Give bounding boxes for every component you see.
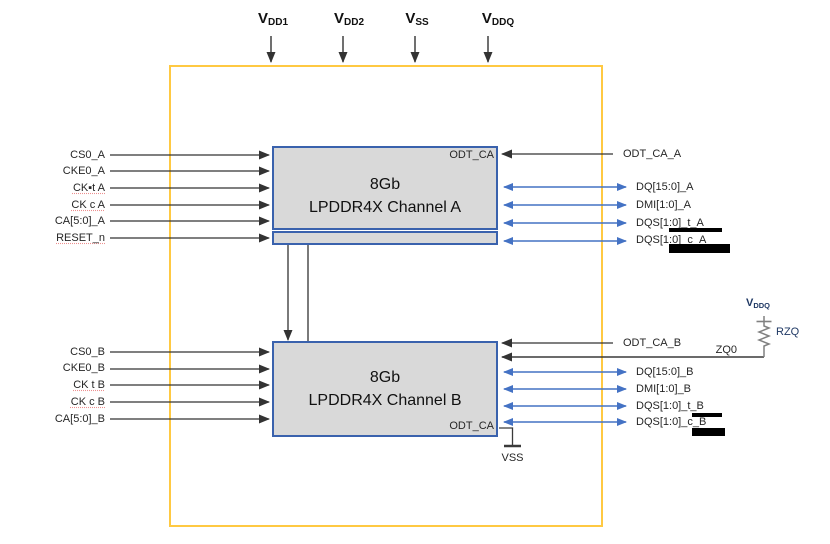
power-label-vdd1-sub: DD1 — [268, 17, 289, 28]
power-label-vdd1-base: V — [257, 10, 268, 27]
power-label-vddq: VDDQ — [458, 10, 538, 28]
signal-text-ck-c-b: CK c B — [70, 396, 105, 408]
vss-ground-text: VSS — [501, 452, 524, 464]
signal-label-reset-n: RESET_n — [20, 231, 105, 245]
channel-a-block — [272, 146, 498, 230]
signal-label-cs0-a: CS0_A — [20, 148, 105, 162]
channel-b-odt-ca-pin-label: ODT_CA — [380, 419, 494, 433]
signal-label-dq-b: DQ[15:0]_B — [636, 365, 693, 379]
power-label-vddq-base: V — [481, 10, 492, 27]
channel-b-odt-ca-pin-text: ODT_CA — [449, 420, 494, 432]
power-label-vddq-sub: DDQ — [491, 17, 515, 28]
signal-text-odt-ca-b: ODT_CA_B — [623, 337, 682, 349]
channel-b-block — [272, 341, 498, 437]
signal-text-ck-t-a: CK▪t A — [72, 182, 105, 194]
signal-text-zq0: ZQ0 — [715, 344, 737, 356]
power-label-vdd2: VDD2 — [309, 10, 389, 28]
signal-text-ca-bus-a: CA[5:0]_A — [54, 215, 105, 227]
signal-label-odt-ca-a: ODT_CA_A — [623, 147, 681, 161]
signal-text-dmi-b: DMI[1:0]_B — [636, 383, 692, 395]
power-label-vdd2-sub: DD2 — [344, 17, 365, 28]
signal-label-dqs-t-b: DQS[1:0]_t_B — [636, 399, 704, 413]
underline-bar-dqs-t-b — [692, 413, 722, 417]
channel-a-odt-ca-pin-label: ODT_CA — [380, 148, 494, 162]
zq-vddq-sub: DDQ — [753, 301, 771, 310]
signal-text-reset-n: RESET_n — [56, 232, 105, 244]
underline-bar-dqs-c-a — [669, 244, 730, 253]
signal-label-ck-t-a: CK▪t A — [20, 181, 105, 195]
channel-b-name-label: LPDDR4X Channel B — [308, 392, 462, 409]
signal-label-ck-c-b: CK c B — [20, 395, 105, 409]
signal-text-dq-a: DQ[15:0]_A — [636, 181, 694, 193]
signal-label-cs0-b: CS0_B — [20, 345, 105, 359]
signal-label-cke0-a: CKE0_A — [20, 164, 105, 178]
signal-text-cs0-b: CS0_B — [70, 346, 105, 358]
signal-text-ck-t-b: CK t B — [73, 379, 105, 391]
signal-text-ca-bus-b: CA[5:0]_B — [54, 413, 105, 425]
channel-a-title: 8Gb LPDDR4X Channel A — [272, 146, 498, 245]
signal-label-dqs-t-a: DQS[1:0]_t_A — [636, 216, 704, 230]
channel-b-size-label: 8Gb — [369, 369, 401, 386]
signal-text-cs0-a: CS0_A — [70, 149, 105, 161]
channel-a-block-strip — [272, 231, 498, 245]
power-label-vss-base: V — [405, 10, 416, 27]
zq-resistor-text: RZQ — [776, 326, 800, 338]
signal-text-cke0-b: CKE0_B — [62, 362, 105, 374]
signal-label-dmi-b: DMI[1:0]_B — [636, 382, 691, 396]
power-arrows — [266, 36, 493, 63]
signal-text-dqs-c-b: DQS[1:0]_c_B — [636, 416, 707, 428]
signal-label-ca-bus-b: CA[5:0]_B — [20, 412, 105, 426]
signal-label-ca-bus-a: CA[5:0]_A — [20, 214, 105, 228]
signal-label-ck-c-a: CK c A — [20, 198, 105, 212]
signal-label-dmi-a: DMI[1:0]_A — [636, 198, 691, 212]
signal-text-dqs-t-b: DQS[1:0]_t_B — [636, 400, 704, 412]
underline-bar-dqs-c-b — [692, 428, 725, 436]
vss-ground-label: VSS — [497, 451, 528, 465]
channel-b-title: 8Gb LPDDR4X Channel B — [272, 341, 498, 437]
signal-label-dqs-c-b: DQS[1:0]_c_B — [636, 415, 706, 429]
signal-label-dqs-c-a: DQS[1:0]_c_A — [636, 233, 706, 247]
power-label-vss-sub: SS — [415, 17, 429, 28]
zq-resistor-label: RZQ — [776, 326, 799, 338]
underline-bar-dqs-t-a — [669, 228, 722, 232]
signal-label-odt-ca-b: ODT_CA_B — [623, 336, 681, 350]
zq-vddq-base: V — [746, 297, 754, 309]
signal-label-dq-a: DQ[15:0]_A — [636, 180, 693, 194]
power-label-vss: VSS — [377, 10, 457, 28]
zq-vddq-rail-label: VDDQ — [746, 297, 770, 310]
signal-text-dqs-t-a: DQS[1:0]_t_A — [636, 217, 704, 229]
signal-text-dmi-a: DMI[1:0]_A — [636, 199, 692, 211]
resistor-rzq-symbol — [756, 316, 772, 357]
channel-a-size-label: 8Gb — [369, 175, 401, 193]
signal-text-odt-ca-a: ODT_CA_A — [623, 148, 682, 160]
signal-label-cke0-b: CKE0_B — [20, 361, 105, 375]
signal-label-ck-t-b: CK t B — [20, 378, 105, 392]
signal-text-ck-c-a: CK c A — [71, 199, 105, 211]
power-label-vdd2-base: V — [333, 10, 344, 27]
power-label-vdd1: VDD1 — [233, 10, 313, 28]
signal-text-dqs-c-a: DQS[1:0]_c_A — [636, 234, 707, 246]
signal-text-cke0-a: CKE0_A — [62, 165, 105, 177]
signal-text-dq-b: DQ[15:0]_B — [636, 366, 694, 378]
channel-a-odt-ca-pin-text: ODT_CA — [449, 149, 494, 161]
channel-a-name-label: LPDDR4X Channel A — [308, 198, 462, 216]
signal-label-zq0: ZQ0 — [700, 343, 737, 357]
package-outline — [169, 65, 603, 527]
